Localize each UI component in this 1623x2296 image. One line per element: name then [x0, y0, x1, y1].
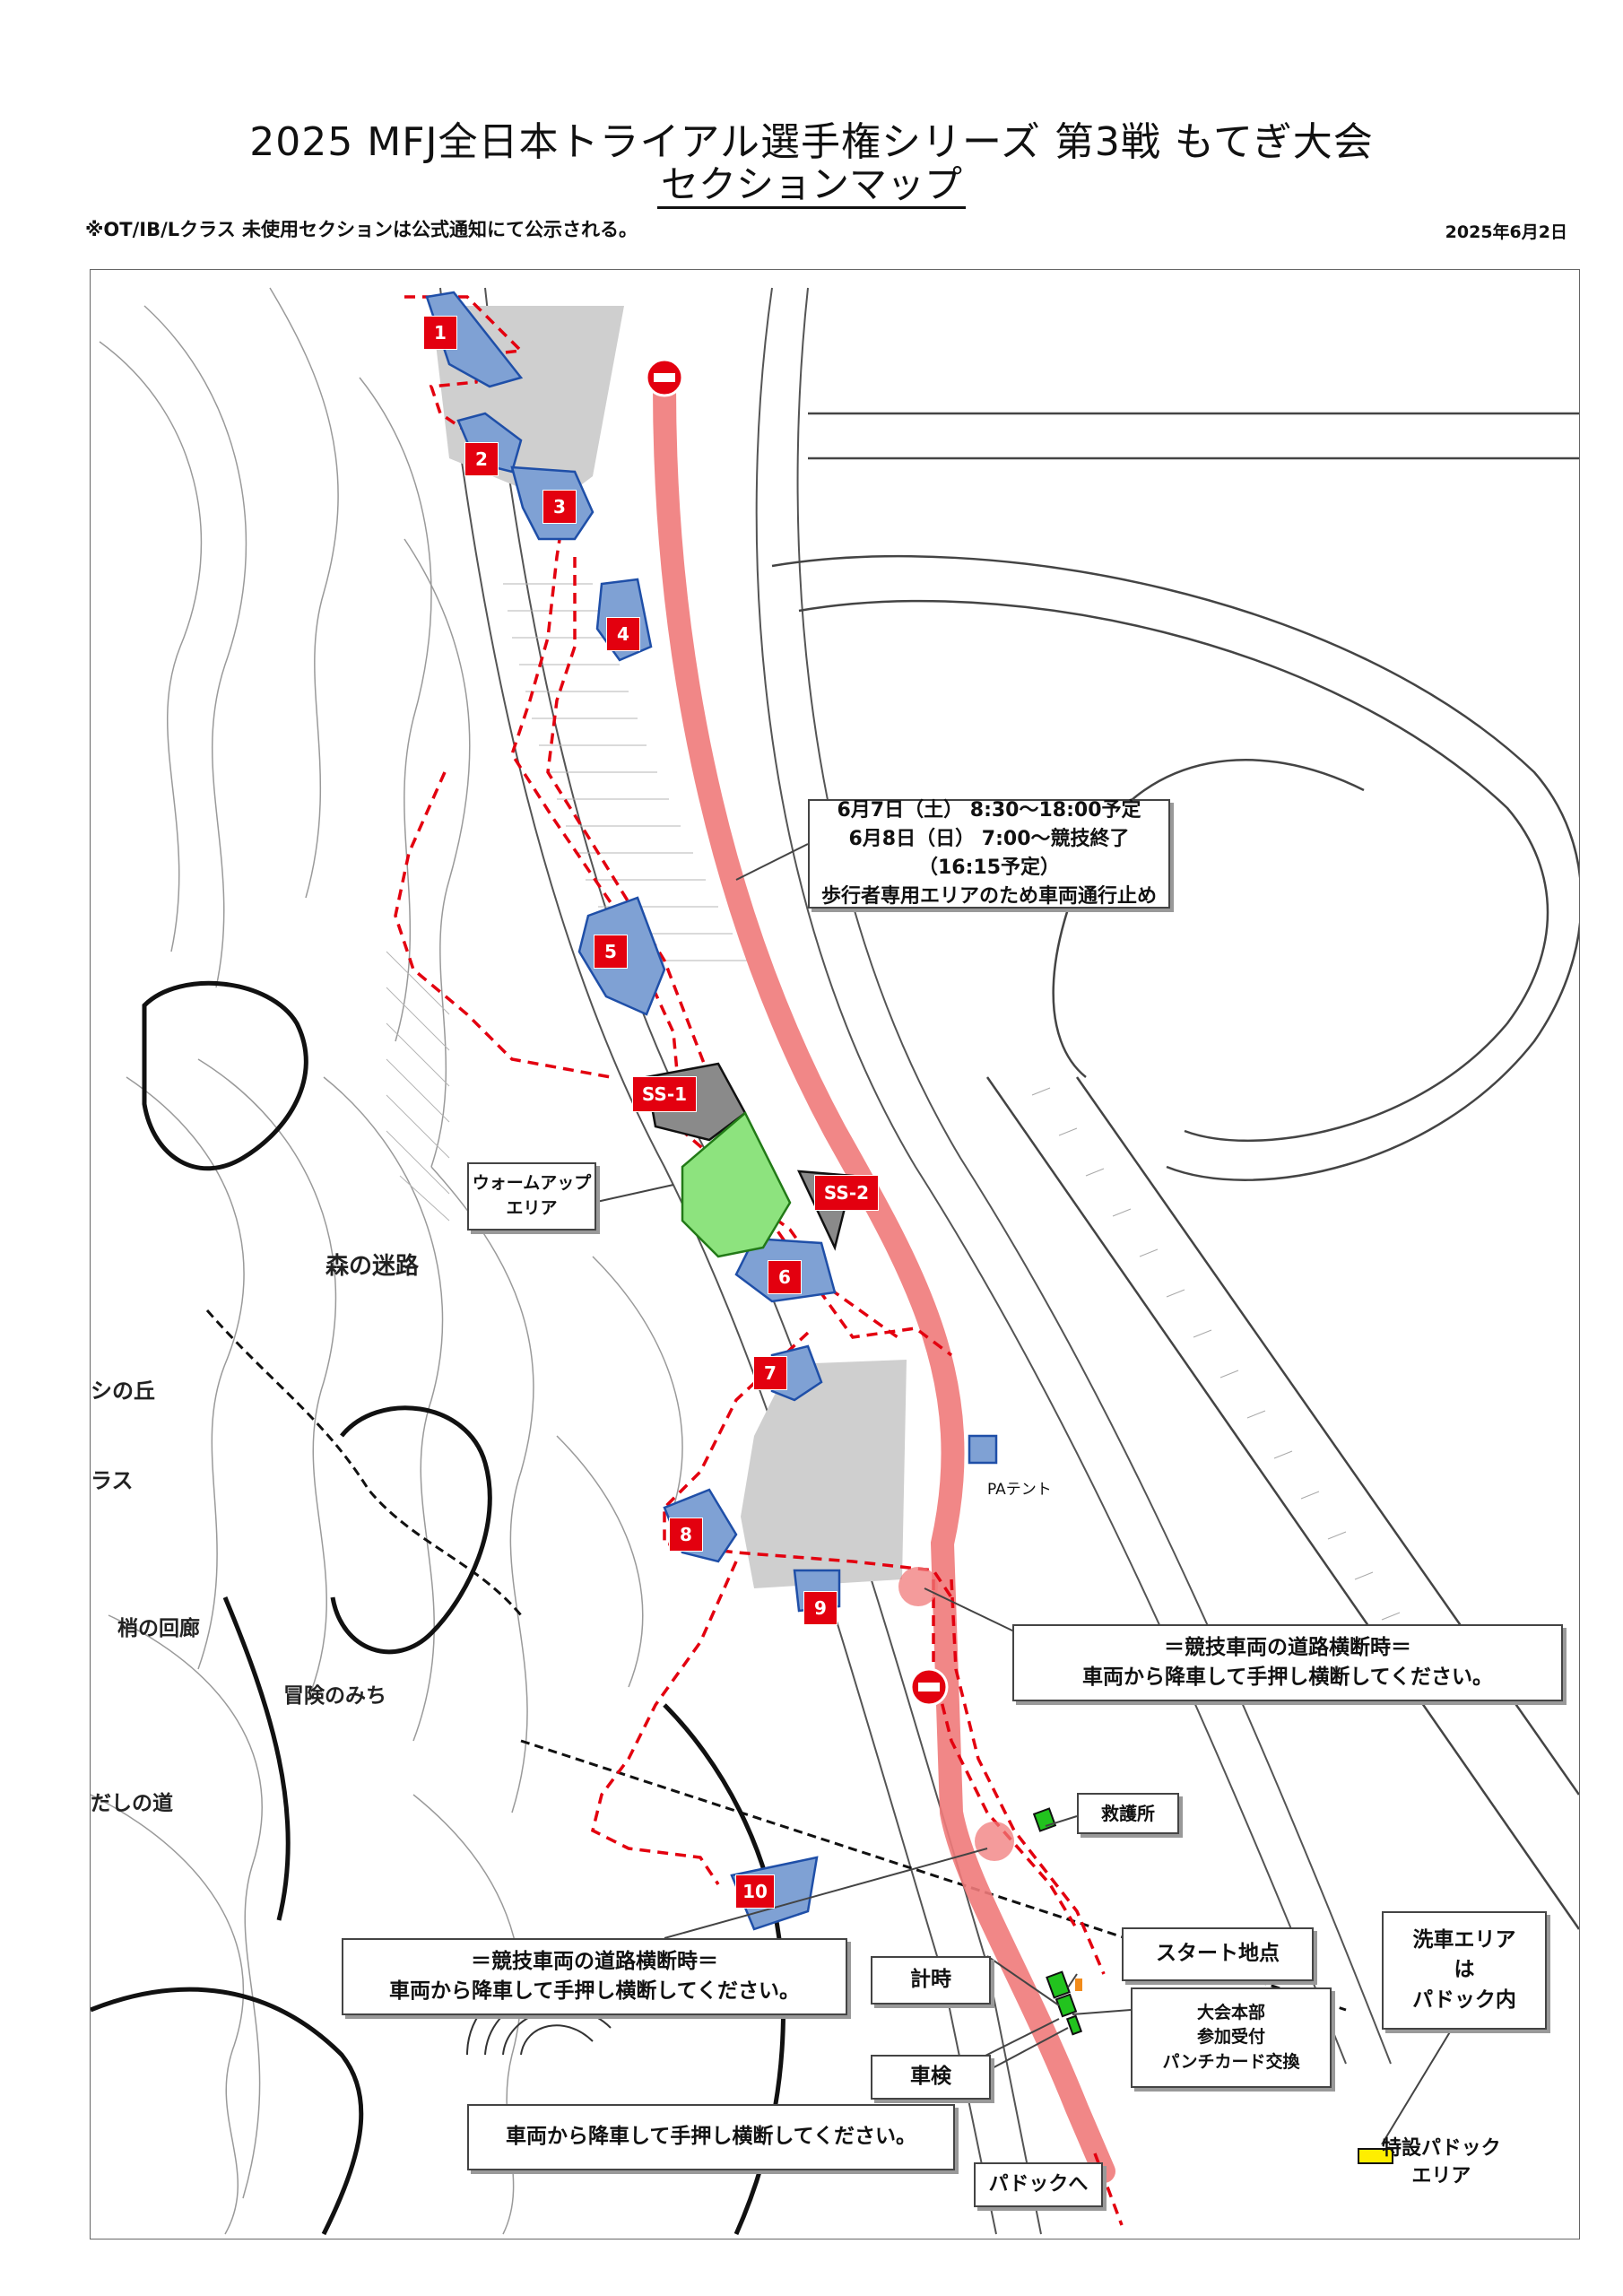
crossing-callout-right: ＝競技車両の道路横断時＝ 車両から降車して手押し横断してください。	[1012, 1624, 1563, 1701]
section-5-marker[interactable]: 5	[595, 935, 627, 968]
start-marker	[1075, 1979, 1082, 1991]
stand-hatch	[1031, 1087, 1401, 1621]
racetrack-outline	[771, 412, 1579, 1930]
timing-callout: 計時	[871, 1956, 991, 2005]
closure-line-2: 6月8日（日） 7:00〜競技終了（16:15予定）	[848, 828, 1130, 879]
start-callout: スタート地点	[1122, 1927, 1314, 1981]
section-1-marker[interactable]: 1	[424, 317, 456, 349]
closure-line-1: 6月7日（土） 8:30〜18:00予定	[837, 799, 1141, 822]
hq-line-1: 大会本部	[1196, 2002, 1265, 2022]
section-10-marker[interactable]: 10	[736, 1875, 774, 1908]
crossing-right-line-2: 車両から降車して手押し横断してください。	[1082, 1665, 1493, 1689]
ss-1-marker[interactable]: SS-1	[633, 1077, 696, 1111]
shinooka-label: シの丘	[91, 1378, 155, 1404]
section-9-marker[interactable]: 9	[804, 1592, 837, 1624]
subtitle-text: セクションマップ	[656, 162, 966, 209]
ras-label: ラス	[91, 1468, 134, 1493]
special-paddock-label: 特設パドック エリア	[1382, 2135, 1501, 2191]
crossing-callout-left: ＝競技車両の道路横断時＝ 車両から降車して手押し横断してください。	[342, 1938, 847, 2015]
section-6-marker[interactable]: 6	[768, 1261, 801, 1293]
section-3-marker[interactable]: 3	[543, 491, 576, 523]
crossing-left-line-1: ＝競技車両の道路横断時＝	[471, 1949, 718, 1973]
issue-date: 2025年6月2日	[1445, 222, 1567, 242]
hq-line-3: パンチカード交換	[1162, 2051, 1300, 2072]
wash-line-1: 洗車エリア	[1412, 1927, 1516, 1952]
special-paddock-line-2: エリア	[1411, 2164, 1471, 2187]
warmup-area	[681, 1111, 792, 1258]
wash-line-3: パドック内	[1412, 1987, 1516, 2012]
ss-2-marker[interactable]: SS-2	[815, 1176, 878, 1210]
section-4-marker[interactable]: 4	[607, 618, 639, 650]
cloud-corridor-label: 梢の回廊	[117, 1617, 200, 1640]
warmup-line-1: ウォームアップ	[472, 1173, 592, 1194]
hq-callout: 大会本部 参加受付 パンチカード交換	[1131, 1987, 1332, 2088]
section-7-marker[interactable]: 7	[754, 1357, 786, 1389]
to-paddock-callout: パドックへ	[974, 2162, 1103, 2207]
adventure-path-label: 冒険のみち	[283, 1684, 386, 1708]
crossing-circle-icon	[898, 1567, 938, 1606]
page-title: 2025 MFJ全日本トライアル選手権シリーズ 第3戦 もてぎ大会	[249, 119, 1374, 165]
section-8-marker[interactable]: 8	[670, 1518, 702, 1551]
warmup-callout: ウォームアップ エリア	[467, 1162, 596, 1231]
warmup-line-2: エリア	[506, 1198, 558, 1218]
no-entry-icon	[645, 358, 684, 397]
notice-text: ※OT/IB/Lクラス 未使用セクションは公式通知にて公示される。	[85, 219, 638, 240]
special-paddock-line-1: 特設パドック	[1382, 2137, 1501, 2160]
wash-line-2: は	[1454, 1958, 1475, 1982]
inspection-callout: 車検	[871, 2055, 991, 2100]
crossing-bottom-line-1: 車両から降車して手押し横断してください。	[506, 2125, 916, 2149]
first-aid-callout: 救護所	[1077, 1793, 1179, 1834]
contour-lines	[91, 287, 683, 2235]
special-paddock-marker	[1358, 2148, 1393, 2164]
crossing-left-line-2: 車両から降車して手押し横断してください。	[389, 1979, 800, 2003]
closed-road	[653, 375, 1115, 2183]
crossing-right-line-1: ＝競技車両の道路横断時＝	[1164, 1635, 1411, 1659]
section-2-marker[interactable]: 2	[465, 443, 498, 475]
hq-line-2: 参加受付	[1196, 2027, 1265, 2048]
crossing-circle-icon	[975, 1822, 1014, 1861]
wash-area-callout: 洗車エリア は パドック内	[1382, 1911, 1547, 2030]
closure-line-3: 歩行者専用エリアのため車両通行止め	[820, 884, 1157, 908]
dashinomichi-label: だしの道	[91, 1792, 173, 1815]
section-map[interactable]: 1 2 3 4 5 6 7 8 9 10 SS-1 SS-2 6月7日（土） 8…	[90, 269, 1580, 2239]
no-entry-icon	[909, 1667, 949, 1707]
pa-tent-label: PAテント	[987, 1481, 1052, 1499]
crossing-callout-bottom: 車両から降車して手押し横断してください。	[467, 2104, 955, 2170]
closure-callout: 6月7日（土） 8:30〜18:00予定 6月8日（日） 7:00〜競技終了（1…	[808, 799, 1170, 909]
trail-lines	[91, 980, 786, 2236]
gray-area-middle	[741, 1360, 907, 1588]
page-subtitle: セクションマップ	[0, 154, 1623, 209]
forest-maze-label: 森の迷路	[325, 1253, 420, 1280]
